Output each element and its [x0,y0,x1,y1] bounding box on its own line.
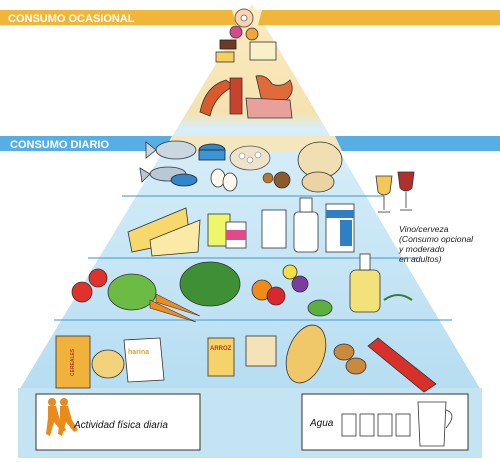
wine-note-line-4: en adultos) [399,254,442,264]
activity-label: Actividad física diaria [73,420,168,431]
cereal-box-label: CEREALES [70,348,76,376]
runners-icon [46,398,78,436]
daily-band-label: CONSUMO DIARIO [10,139,109,151]
chicken-icon [297,141,343,193]
milk-bottle-icon [293,197,319,253]
wine-note-line-1: Vino/cerveza [399,224,449,234]
tins-icon [170,143,226,187]
olive-oil-icon [349,253,413,313]
wine-note-line-2: (Consumo opcional [399,234,474,244]
sausages-icon [199,75,293,119]
pyramid-body [18,4,482,392]
tomatoes-icon [71,268,108,303]
wine-note-line-3: y moderado [399,244,445,254]
water-label: Agua [309,418,334,429]
sweets-icon [215,8,277,63]
carrots-icon [149,293,201,323]
milk-glass-icon [261,209,287,249]
eggs-icon [210,168,238,192]
bread-icon [245,324,327,384]
wine-note: Vino/cerveza (Consumo opcional y moderad… [399,224,497,264]
milk-carton-icon [325,203,355,253]
yogurt-icon [207,213,247,249]
occasional-band-label: CONSUMO OCASIONAL [8,13,135,25]
beans-icon [229,145,291,189]
cheese-icon [127,207,201,257]
cereal-box-icon: CEREALES [55,335,91,389]
lettuce-icon [107,261,241,311]
potatoes-icon [333,343,367,375]
rice-icon: ARROZ [207,337,235,377]
flour-bag-icon: harina [123,337,165,383]
flour-bag-label: harina [128,349,149,356]
pasta-icon [367,337,437,393]
chickpeas-icon [91,349,125,379]
water-jug-icon [417,401,453,447]
rice-box-label: ARROZ [210,346,232,352]
wine-glasses-icon [375,171,415,213]
fruits-icon [251,264,333,317]
water-glasses-icon [341,413,411,437]
fish-icon [139,140,197,183]
